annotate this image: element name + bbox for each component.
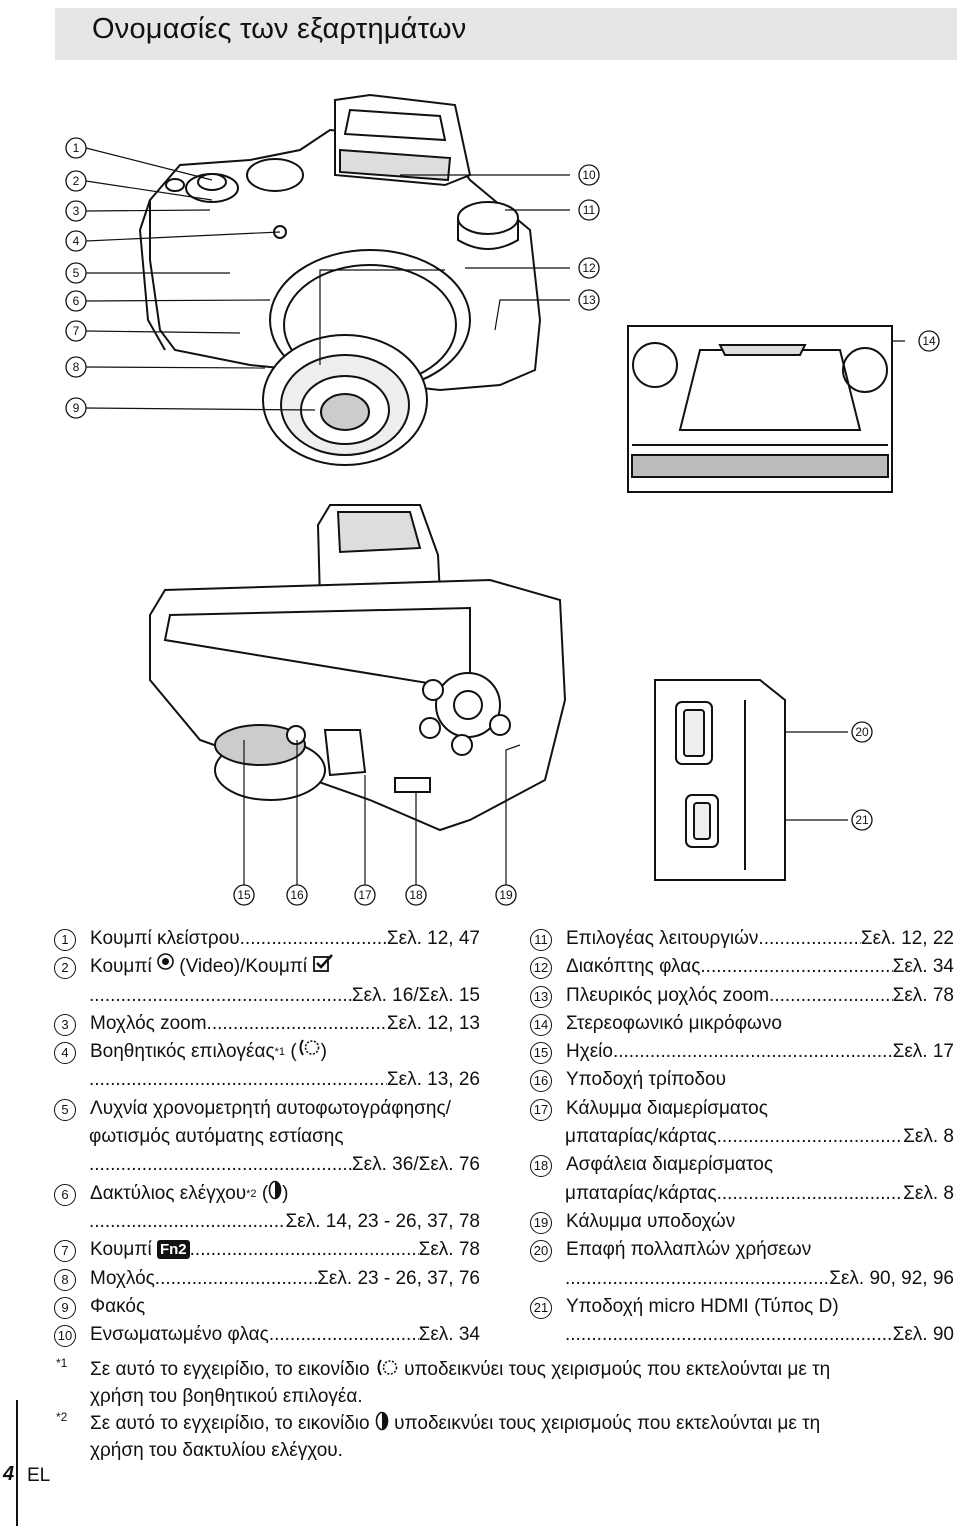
callout-20: 20	[855, 725, 869, 739]
camera-back-body	[149, 504, 567, 832]
list-item-continuation: Σελ. 13, 26	[54, 1066, 480, 1094]
footnote-1: *1 Σε αυτό το εγχειρίδιο, το εικονίδιο υ…	[56, 1356, 831, 1407]
callout-13: 13	[582, 293, 596, 307]
sub-dial-icon	[299, 1039, 319, 1056]
check-icon	[313, 954, 334, 973]
callout-17: 17	[358, 888, 372, 902]
callout-11: 11	[583, 203, 596, 217]
list-item: 8ΜοχλόςΣελ. 23 - 26, 37, 76	[54, 1265, 480, 1293]
list-item-continuation: Σελ. 36/Σελ. 76	[54, 1151, 480, 1179]
list-item-continuation: φωτισμός αυτόματης εστίασης	[89, 1126, 344, 1148]
callout-5: 5	[73, 266, 80, 280]
callout-18: 18	[409, 888, 423, 902]
camera-illustration: 1 2 3 4 5 6 7 8 9 10 11 12 13 14	[65, 93, 940, 906]
back-callouts: 15 16 17 18 19 20 21	[233, 721, 873, 906]
callout-16: 16	[290, 888, 304, 902]
page-number: 4	[3, 1463, 15, 1485]
callout-1: 1	[73, 141, 80, 155]
callout-8: 8	[73, 360, 80, 374]
list-item: 15ΗχείοΣελ. 17	[530, 1038, 954, 1066]
dial	[246, 158, 304, 192]
callout-15: 15	[237, 888, 251, 902]
microphone-inset	[627, 325, 893, 493]
callout-12: 12	[582, 261, 596, 275]
battery-lock	[394, 777, 431, 793]
tripod-socket	[286, 725, 306, 745]
page-edge-bar	[16, 1400, 18, 1526]
flash-window	[339, 148, 452, 182]
list-item-continuation: μπαταρίας/κάρταςΣελ. 8	[530, 1123, 954, 1151]
callout-2: 2	[73, 174, 80, 188]
list-item-continuation: Σελ. 90	[530, 1321, 954, 1349]
title-bar	[55, 8, 957, 60]
sub-dial-icon	[377, 1359, 398, 1376]
callout-21: 21	[855, 813, 869, 827]
callout-7: 7	[73, 324, 80, 338]
language-code: EL	[27, 1465, 51, 1486]
callout-14: 14	[922, 334, 936, 348]
callout-10: 10	[582, 168, 596, 182]
callout-9: 9	[73, 401, 80, 415]
ports-inset	[654, 679, 786, 881]
callout-19: 19	[499, 888, 513, 902]
list-item-continuation: Σελ. 14, 23 - 26, 37, 78	[54, 1208, 481, 1236]
camera-front-body	[149, 128, 542, 392]
footnote-2: *2 Σε αυτό το εγχειρίδιο, το εικονίδιο υ…	[56, 1410, 821, 1461]
fn2-icon: Fn2	[156, 1240, 190, 1260]
control-ring-icon	[375, 1411, 389, 1431]
callout-3: 3	[73, 204, 80, 218]
control-ring-icon	[268, 1180, 282, 1199]
battery-cover	[323, 729, 367, 777]
video-icon	[157, 953, 174, 971]
list-item-continuation: μπαταρίας/κάρταςΣελ. 8	[530, 1180, 954, 1208]
list-item-continuation: Σελ. 16/Σελ. 15	[54, 982, 480, 1010]
callout-6: 6	[73, 294, 80, 308]
list-item-continuation: Σελ. 90, 92, 96	[530, 1265, 954, 1293]
callout-4: 4	[73, 234, 80, 248]
mode-dial	[457, 201, 519, 235]
page-title: Ονομασίες των εξαρτημάτων	[92, 13, 467, 45]
